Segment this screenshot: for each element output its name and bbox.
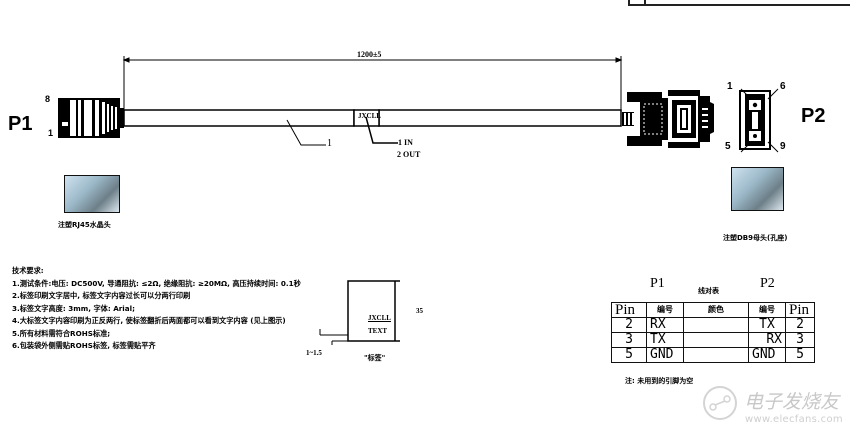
pin-table-middle-title: 线对表 — [698, 287, 719, 295]
cell — [683, 332, 749, 348]
p2-pin-9: 9 — [780, 141, 786, 152]
cell: RX — [646, 317, 684, 333]
watermark-text: 电子发烧友 — [744, 391, 840, 413]
requirement-item: 4.大标签文字内容印刷为正反两行, 使标签翻折后两面都可以看到文字内容 (见上图… — [12, 316, 286, 325]
p2-pin-1: 1 — [727, 81, 733, 92]
cell: GND — [646, 347, 684, 363]
label-detail-line2: TEXT — [368, 327, 388, 335]
cell: 2 — [785, 317, 815, 333]
cable-callout-number: 1 — [327, 138, 332, 149]
db9-photo — [731, 167, 784, 211]
cable-callout-leader — [286, 119, 326, 146]
requirement-item: 3.标签文字高度: 3mm, 字体: Arial; — [12, 303, 135, 313]
cell: 5 — [785, 347, 815, 363]
cell: 3 — [785, 332, 815, 348]
cell: 5 — [611, 347, 647, 363]
p1-label: P1 — [8, 113, 33, 135]
label-callout-leader — [365, 116, 398, 144]
header-signal-p2: 编号 — [748, 302, 786, 318]
label-line-out: 2 OUT — [397, 150, 421, 159]
cable-label-text: JXCLL — [358, 112, 381, 120]
technical-requirements: 技术要求: 1.测试条件:电压: DC500V, 导通阻抗: ≤2Ω, 绝缘阻抗… — [12, 265, 301, 353]
cable-body — [123, 109, 622, 127]
db9-connector-drawing — [622, 90, 714, 148]
pin-table-p2-title: P2 — [760, 276, 775, 291]
cell: RX — [748, 332, 786, 348]
label-detail-caption: "标签" — [364, 354, 386, 362]
label-detail-line1: JXCLL — [368, 314, 391, 322]
cable-drawing — [58, 56, 779, 153]
db9-photo-caption: 注塑DB9母头(孔座) — [723, 234, 788, 242]
p2-pin-5: 5 — [725, 141, 731, 152]
requirement-item: 5.所有材料需符合ROHS标准; — [12, 328, 111, 338]
table-header-row: Pin 编号 颜色 编号 Pin — [611, 302, 815, 318]
cell — [683, 317, 749, 333]
pin-table-note: 注: 未用到的引脚为空 — [625, 377, 694, 385]
requirement-item: 1.测试条件:电压: DC500V, 导通阻抗: ≤2Ω, 绝缘阻抗: ≥20M… — [12, 278, 301, 288]
p1-pin-bottom: 1 — [48, 128, 54, 138]
header-pin-p1: Pin — [611, 302, 647, 318]
p2-label: P2 — [801, 105, 826, 127]
p1-pin-top: 8 — [45, 94, 51, 104]
table-row: 5 GND GND 5 — [611, 347, 815, 363]
cell: 3 — [611, 332, 647, 348]
requirements-title: 技术要求: — [12, 266, 44, 275]
watermark-url: www.elecfans.com — [745, 414, 843, 425]
cell — [683, 347, 749, 363]
label-offset-dimension: 1~1.5 — [306, 349, 322, 357]
cell: GND — [748, 347, 786, 363]
label-height-dimension: 35 — [416, 307, 423, 315]
p2-pin-6: 6 — [780, 81, 786, 92]
watermark-logo-icon — [703, 386, 737, 420]
header-pin-p2: Pin — [785, 302, 815, 318]
table-row: 2 RX TX 2 — [611, 317, 815, 333]
table-row: 3 TX RX 3 — [611, 332, 815, 348]
label-detail-drawing — [319, 280, 400, 345]
cell: TX — [646, 332, 684, 348]
requirement-item: 6.包装袋外侧需贴ROHS标签, 标签需贴平齐 — [12, 341, 156, 350]
requirement-item: 2.标签印刷文字居中, 标签文字内容过长可以分两行印刷 — [12, 291, 191, 300]
label-line-in: 1 IN — [398, 138, 413, 147]
title-block-fragment — [628, 0, 850, 6]
pin-mapping-table: Pin 编号 颜色 编号 Pin 2 RX TX 2 3 TX RX 3 5 G… — [611, 302, 815, 363]
rj45-photo — [64, 175, 120, 213]
rj45-photo-caption: 注塑RJ45水晶头 — [58, 221, 111, 229]
cell: 2 — [611, 317, 647, 333]
length-dimension-line — [122, 56, 623, 112]
cell: TX — [748, 317, 786, 333]
rj45-connector-drawing — [58, 98, 124, 138]
header-color: 颜色 — [683, 302, 749, 318]
pin-table-p1-title: P1 — [650, 276, 665, 291]
db9-face-view — [739, 88, 779, 153]
header-signal-p1: 编号 — [646, 302, 684, 318]
length-dimension-text: 1200±5 — [357, 50, 382, 59]
